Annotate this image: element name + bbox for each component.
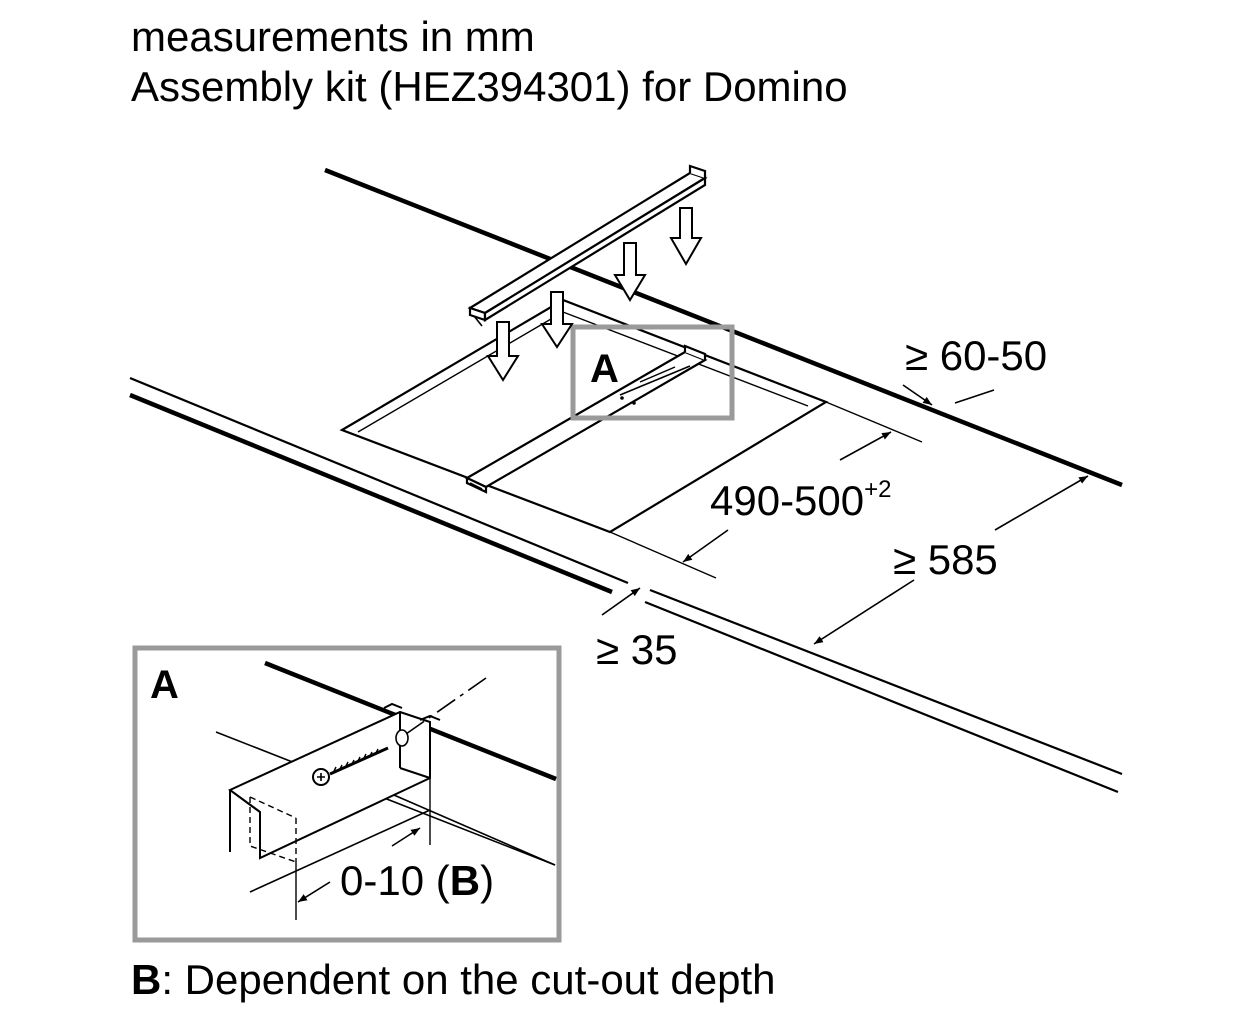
dimension-front-margin: ≥ 35 [596,587,677,673]
down-arrow-icon [540,291,574,349]
loose-connecting-bar [467,164,708,327]
front-margin-value: ≥ 35 [596,626,677,673]
footnote-text: : Dependent on the cut-out depth [161,956,776,1003]
screw-icon [312,746,389,786]
detail-a-label: A [150,663,179,707]
down-arrow-icon [613,242,647,302]
callout-a-label: A [590,347,619,391]
diagram-title: Assembly kit (HEZ394301) for Domino [131,63,848,110]
cutout-width-value: 490-500+2 [710,476,892,524]
detail-dimension-value: 0-10 (B) [340,857,494,904]
down-arrow-icon [669,207,703,267]
measurement-units-note: measurements in mm [131,13,535,60]
detail-a-inset: A 0-10 (B) [132,645,562,943]
header: measurements in mm Assembly kit (HEZ3943… [131,12,848,112]
worktop-depth-value: ≥ 585 [893,536,998,583]
dimension-cutout-width: 490-500+2 [609,401,923,579]
footnote-key: B [131,956,162,1003]
footnote: B: Dependent on the cut-out depth [131,955,775,1005]
callout-a-marker: A [570,324,735,421]
dimension-rear-margin: ≥ 60-50 [902,332,1047,406]
rear-margin-value: ≥ 60-50 [905,332,1047,379]
down-arrow-icon [486,321,520,382]
dimension-worktop-depth: ≥ 585 [813,475,1089,645]
worktop-front-edge [129,376,1123,794]
